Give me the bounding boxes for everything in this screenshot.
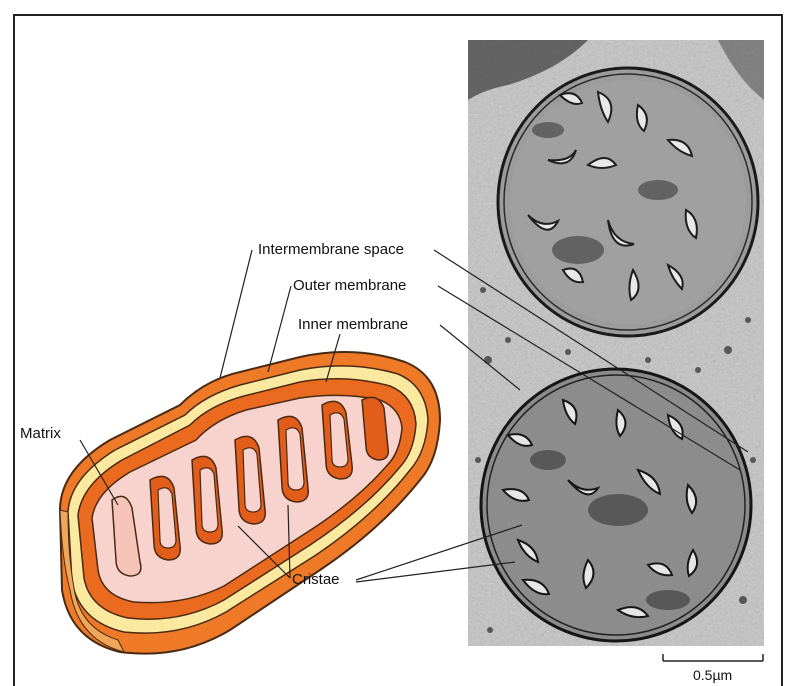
label-cristae: Cristae (292, 571, 340, 589)
scale-bar (663, 654, 763, 661)
label-intermembrane-space: Intermembrane space (258, 241, 404, 259)
label-matrix: Matrix (20, 425, 61, 443)
leader-inner-right (440, 325, 520, 390)
leader-intermembrane-right (434, 250, 748, 452)
leader-intermembrane-left (220, 250, 252, 378)
leader-outer-right (438, 286, 740, 470)
label-outer-membrane: Outer membrane (293, 277, 406, 295)
label-inner-membrane: Inner membrane (298, 316, 408, 334)
scale-bar-label: 0.5µm (693, 666, 732, 684)
